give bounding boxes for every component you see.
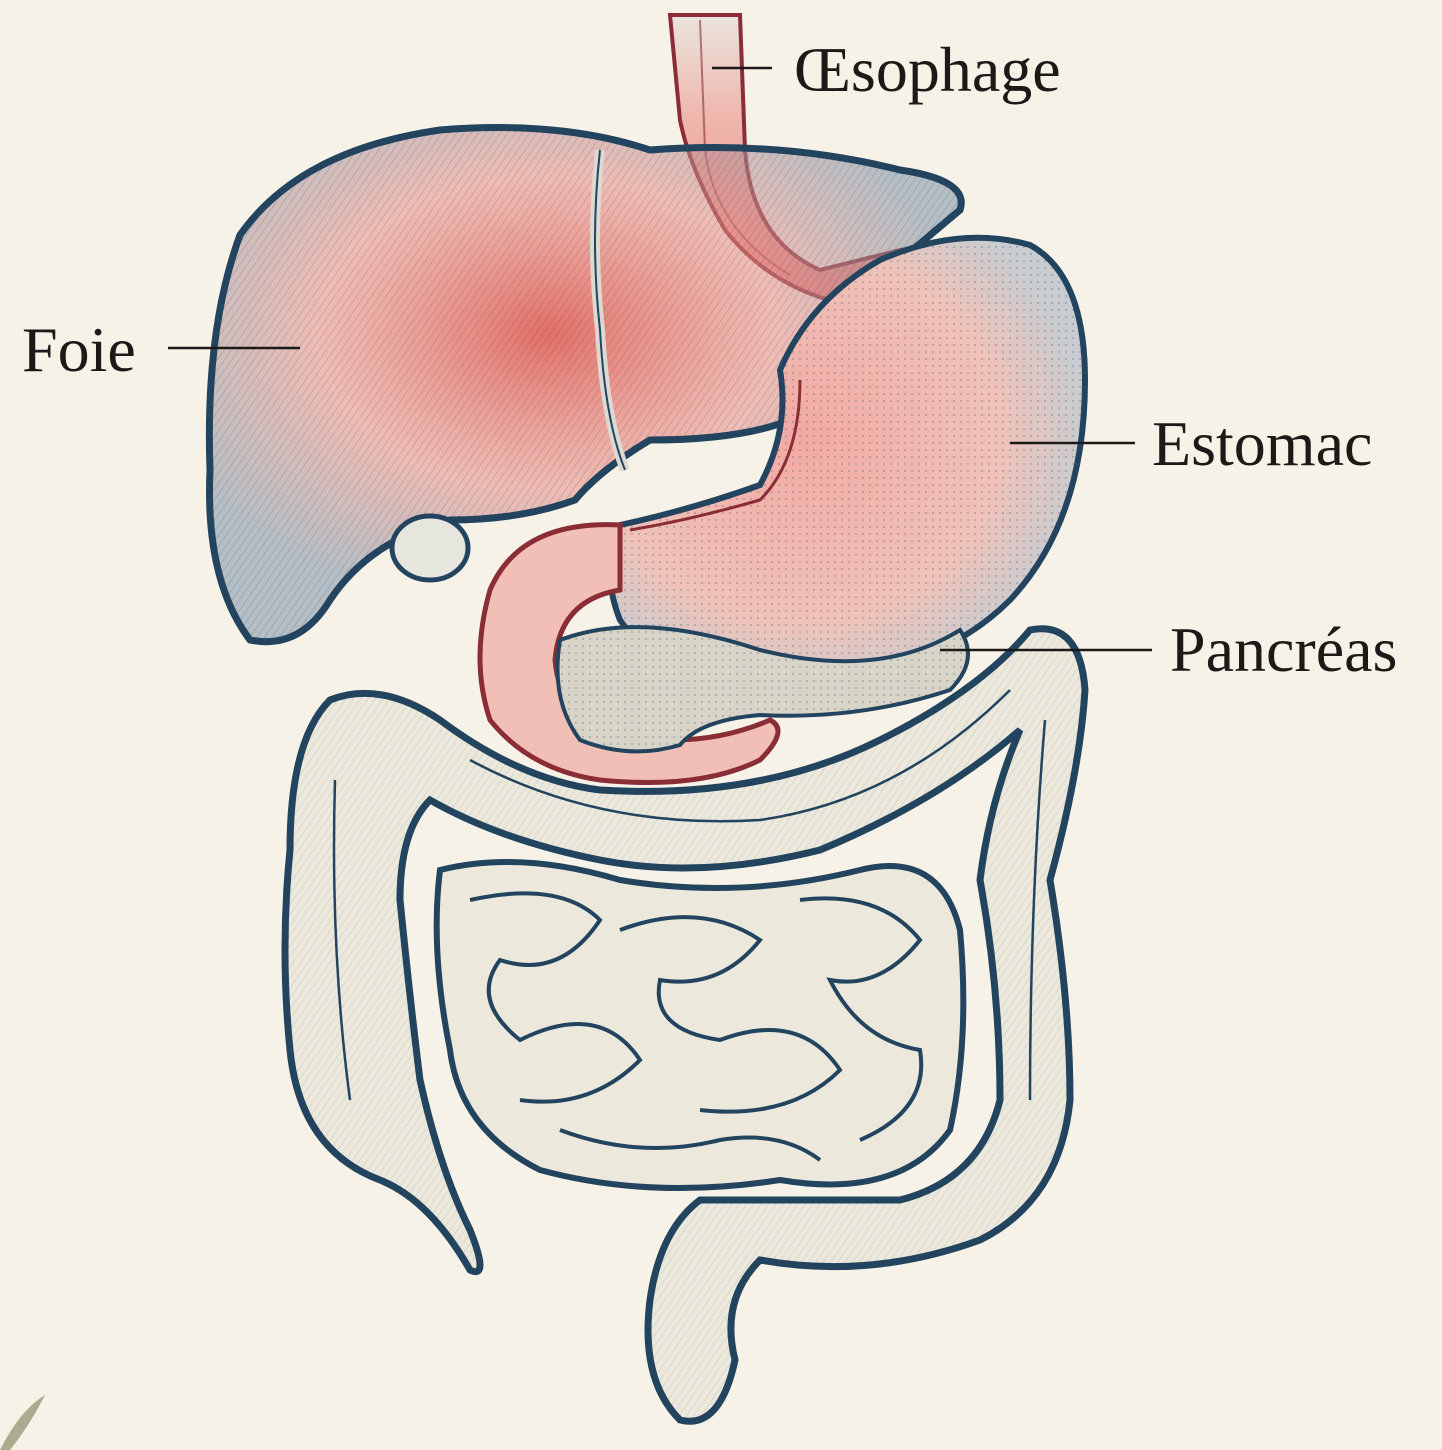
label-oesophage: Œsophage bbox=[794, 38, 1061, 102]
small-intestine bbox=[437, 862, 964, 1188]
label-pancreas: Pancréas bbox=[1170, 618, 1397, 682]
leaf-decoration bbox=[0, 1395, 45, 1450]
label-foie: Foie bbox=[22, 318, 136, 382]
label-estomac: Estomac bbox=[1152, 412, 1372, 476]
